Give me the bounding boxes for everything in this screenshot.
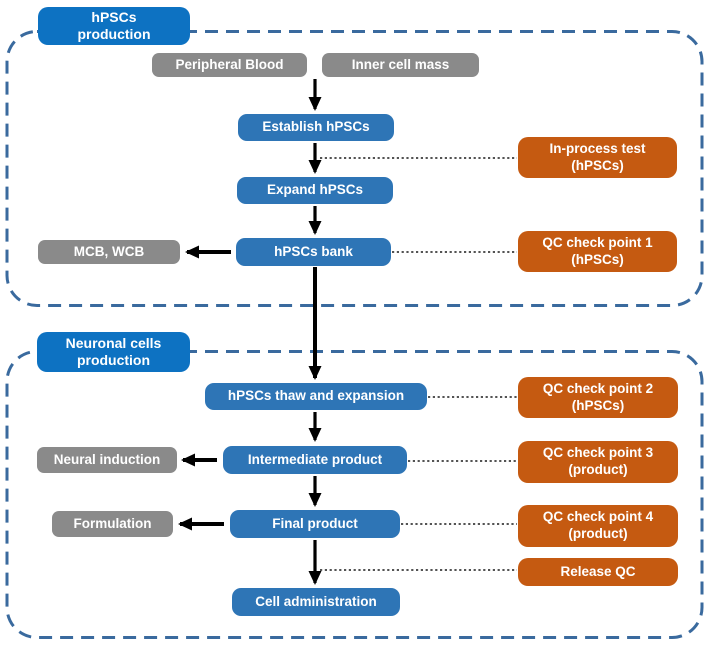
node-in-process-test: In-process test (hPSCs): [518, 137, 677, 178]
section-header-neuronal-production: Neuronal cells production: [37, 332, 190, 372]
section-header-hpscs-production: hPSCs production: [38, 7, 190, 45]
node-neural-induction: Neural induction: [37, 447, 177, 473]
node-cell-administration: Cell administration: [232, 588, 400, 616]
node-establish-hpscs: Establish hPSCs: [238, 114, 394, 141]
node-intermediate-product: Intermediate product: [223, 446, 407, 474]
node-peripheral-blood: Peripheral Blood: [152, 53, 307, 77]
node-inner-cell-mass: Inner cell mass: [322, 53, 479, 77]
node-hpscs-bank: hPSCs bank: [236, 238, 391, 266]
node-final-product: Final product: [230, 510, 400, 538]
node-qc-check-point-1: QC check point 1 (hPSCs): [518, 231, 677, 272]
section-border-hpscs-production: [5, 30, 704, 307]
node-hpscs-thaw-expansion: hPSCs thaw and expansion: [205, 383, 427, 410]
node-release-qc: Release QC: [518, 558, 678, 586]
node-qc-check-point-3: QC check point 3 (product): [518, 441, 678, 483]
node-mcb-wcb: MCB, WCB: [38, 240, 180, 264]
node-qc-check-point-2: QC check point 2 (hPSCs): [518, 377, 678, 418]
node-expand-hpscs: Expand hPSCs: [237, 177, 393, 204]
node-formulation: Formulation: [52, 511, 173, 537]
section-border-neuronal-production: [5, 350, 704, 639]
node-qc-check-point-4: QC check point 4 (product): [518, 505, 678, 547]
